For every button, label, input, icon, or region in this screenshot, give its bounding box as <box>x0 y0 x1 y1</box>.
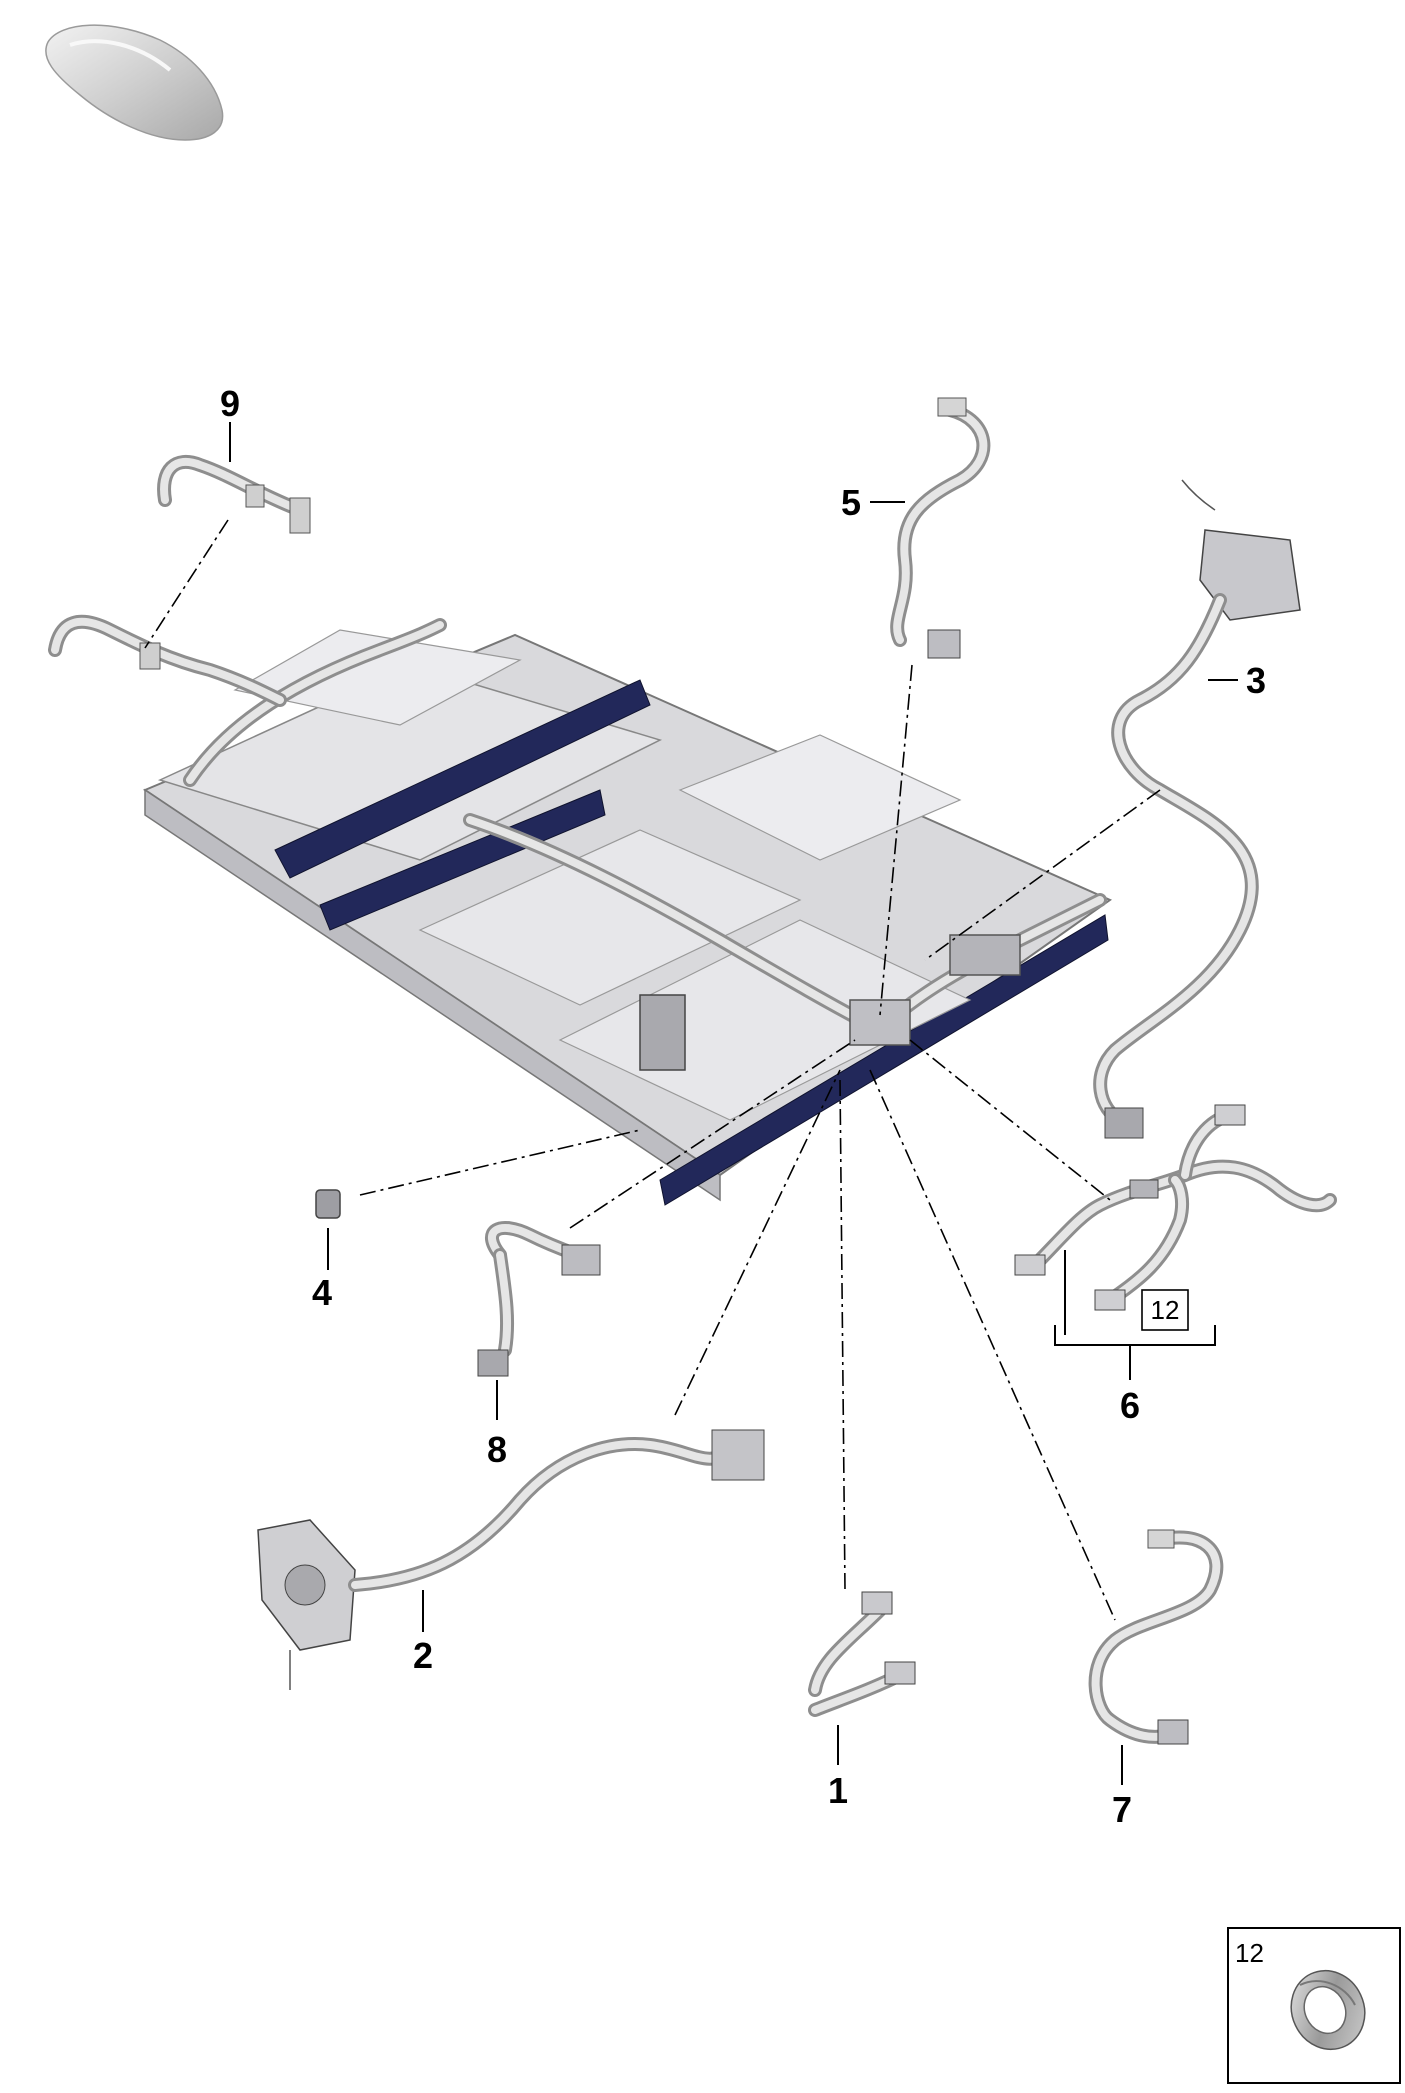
seal-ring-icon <box>1290 1969 1366 2051</box>
harness-on-pack <box>48 614 287 707</box>
part-1-harness <box>808 1591 916 1717</box>
callout-3: 3 <box>1246 660 1266 701</box>
detail-box-12: 12 <box>1227 1927 1401 2084</box>
callout-5: 5 <box>841 482 861 523</box>
vehicle-silhouette-icon <box>45 24 224 141</box>
part-6-ref-label: 12 <box>1151 1295 1180 1325</box>
part-7-cable <box>1088 1529 1224 1745</box>
part-9-harness <box>157 454 311 534</box>
callout-1: 1 <box>828 1770 848 1811</box>
part-8-harness <box>477 1220 601 1377</box>
detail-box-label: 12 <box>1235 1938 1264 1968</box>
callout-2: 2 <box>413 1635 433 1676</box>
dark-strip <box>274 679 651 879</box>
callout-6: 6 <box>1120 1385 1140 1426</box>
part-2-charge-socket <box>257 1429 765 1690</box>
part-6-ref-box <box>1141 1289 1189 1331</box>
callout-8: 8 <box>487 1429 507 1470</box>
callout-4: 4 <box>312 1272 332 1313</box>
part-5-cable <box>890 397 991 659</box>
part-4-clip <box>315 1189 341 1219</box>
callout-9: 9 <box>220 383 240 424</box>
part-6-bracket: 12 <box>1054 1250 1216 1380</box>
assembly-lines <box>144 519 1161 1621</box>
callout-7: 7 <box>1112 1789 1132 1830</box>
callouts: 9 5 3 4 8 2 6 1 7 <box>220 383 1266 1830</box>
part-3-assembly <box>1093 479 1301 1139</box>
leader-lines <box>229 422 1238 1785</box>
battery-pack <box>142 618 1113 1206</box>
part-6-harness <box>1014 1104 1337 1311</box>
